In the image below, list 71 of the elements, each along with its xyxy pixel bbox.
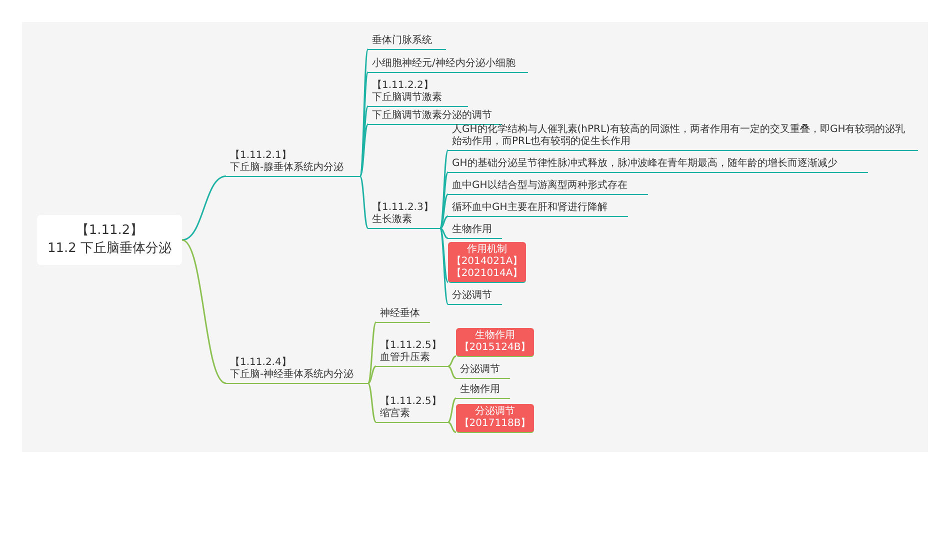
topic-text: 分泌调节 (460, 364, 500, 376)
highlight-topic (456, 404, 534, 433)
topic-text: 【1.11.2.5】 (380, 340, 442, 352)
topic-node (448, 290, 502, 305)
topic-text: 下丘脑-神经垂体系统内分泌 (230, 369, 354, 381)
branch-connector (448, 422, 456, 433)
topic-node (376, 340, 448, 367)
branch-connector (367, 322, 377, 384)
branch-connector (440, 228, 448, 239)
topic-text: GH的基础分泌呈节律性脉冲式释放，脉冲波峰在青年期最高，随年龄的增长而逐渐减少 (452, 158, 838, 170)
topic-text: 【1.11.2】 (76, 222, 144, 240)
topic-text: 【1.11.2.3】 (372, 202, 434, 214)
topic-text: 分泌调节 (452, 290, 492, 302)
topic-text: 血管升压素 (380, 352, 430, 364)
root-topic-box (37, 215, 182, 265)
topic-text: 下丘脑-腺垂体系统内分泌 (230, 162, 344, 174)
topic-text: 缩宫素 (380, 408, 410, 420)
topic-text: 【1.11.2.5】 (380, 396, 442, 408)
branch-connector (448, 366, 456, 379)
topic-text: 生物作用 (475, 330, 515, 342)
topic-text: 【2014021A】 (451, 256, 523, 268)
branch-connector (359, 176, 369, 229)
topic-node (376, 308, 430, 323)
topic-node (448, 202, 628, 217)
topic-text: 人GH的化学结构与人催乳素(hPRL)有较高的同源性，两者作用有一定的交叉重叠，即GH有较弱的泌乳始动作用，而PRL也有较弱的促生长作用 (452, 124, 906, 148)
topic-node (368, 110, 502, 125)
topic-text: 作用机制 (467, 244, 507, 256)
highlight-topic (456, 328, 534, 357)
branch-connector (182, 239, 226, 384)
topic-node (456, 364, 510, 379)
topic-text: 下丘脑调节激素分泌的调节 (372, 110, 492, 122)
topic-text: 循环血中GH主要在肝和肾进行降解 (452, 202, 608, 214)
topic-text: 血中GH以结合型与游离型两种形式存在 (452, 180, 628, 192)
branch-connector (182, 176, 226, 241)
branch-connector (359, 124, 369, 177)
topic-text: 【2017118B】 (459, 418, 531, 430)
highlight-topic (448, 242, 526, 283)
branch-connector (439, 228, 449, 305)
topic-node (448, 224, 502, 239)
topic-node (368, 35, 446, 50)
topic-node (226, 357, 368, 384)
topic-text: 垂体门脉系统 (372, 35, 432, 47)
topic-text: 【1.11.2.1】 (230, 150, 292, 162)
branch-connector (440, 216, 448, 229)
branch-connector (439, 228, 449, 283)
topic-node (456, 384, 510, 399)
topic-text: 11.2 下丘脑垂体分泌 (47, 240, 172, 258)
topic-text: 【2015124B】 (459, 342, 531, 354)
topic-text: 小细胞神经元/神经内分泌小细胞 (372, 58, 516, 70)
branch-connector (439, 194, 449, 229)
topic-node (226, 150, 360, 177)
topic-node (368, 202, 440, 229)
topic-text: 下丘脑调节激素 (372, 92, 442, 104)
topic-text: 【1.11.2.4】 (230, 357, 292, 368)
branch-connector (439, 172, 449, 229)
topic-text: 神经垂体 (380, 308, 420, 320)
topic-node (368, 58, 528, 73)
branch-connector (367, 382, 377, 423)
topic-text: 生长激素 (372, 214, 412, 226)
topic-node (448, 158, 868, 173)
topic-node (448, 180, 648, 195)
topic-text: 【2021014A】 (451, 268, 523, 280)
topic-text: 分泌调节 (475, 406, 515, 418)
topic-text: 【1.11.2.2】 (372, 80, 434, 92)
topic-node (368, 80, 468, 107)
branch-connector (368, 366, 376, 384)
topic-text: 生物作用 (460, 384, 500, 396)
topic-node (376, 396, 448, 423)
branch-connector (448, 356, 456, 367)
branch-connector (448, 398, 456, 423)
topic-text: 生物作用 (452, 224, 492, 236)
